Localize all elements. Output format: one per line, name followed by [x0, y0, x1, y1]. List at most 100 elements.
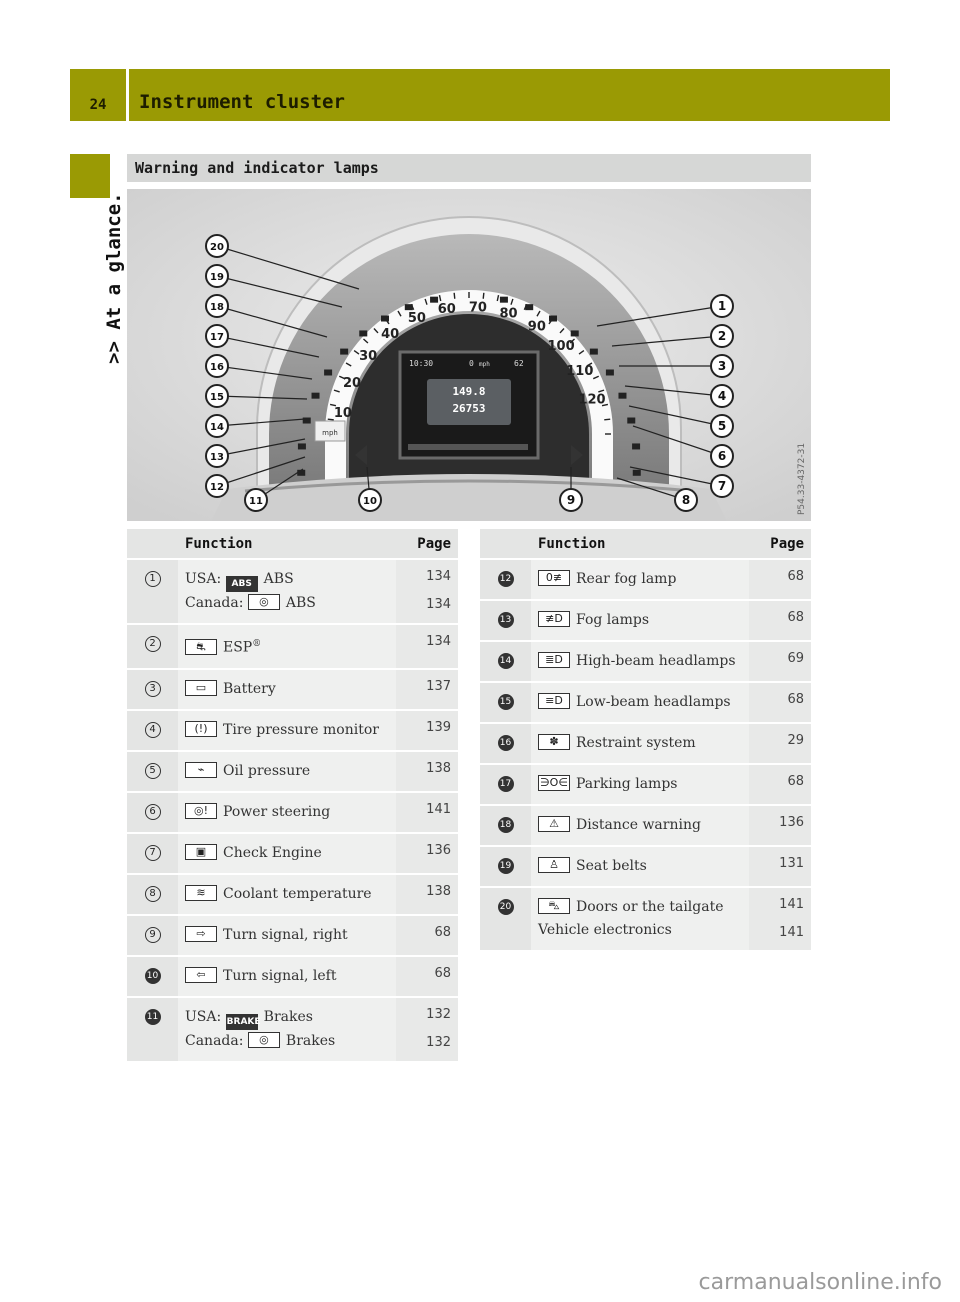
table-row: 2⛐ESP® 134	[127, 624, 458, 669]
speed-tick	[397, 310, 402, 317]
speed-tick	[592, 375, 600, 380]
page-ref[interactable]: 68	[787, 692, 804, 707]
scale-unit: mph	[322, 429, 338, 437]
callout-number: 9	[144, 926, 161, 943]
side-tab[interactable]: >> At a glance.	[103, 192, 125, 364]
page-ref[interactable]: 134	[426, 597, 451, 612]
speed-tick	[601, 403, 609, 407]
callout-number: 13	[497, 612, 514, 628]
function-label: Fog lamps	[576, 612, 650, 628]
page-ref[interactable]: 141	[779, 897, 804, 912]
row-number: 16	[480, 723, 531, 764]
power-steering-icon: ◎!	[185, 802, 217, 819]
page-header-cell: Page	[770, 535, 804, 552]
display-time: 10:30	[409, 359, 433, 368]
row-number: 9	[127, 914, 178, 956]
page-ref[interactable]: 137	[426, 678, 451, 694]
row-number: 11	[127, 996, 178, 1061]
callout-circle	[710, 384, 734, 408]
page-ref[interactable]: 132	[426, 1006, 451, 1022]
callout-circle	[358, 488, 382, 512]
table-row: 12 0≢Rear fog lamp 68	[480, 559, 811, 600]
function-line: ◎!Power steering	[185, 801, 390, 824]
row-number: 18	[480, 805, 531, 846]
callout-line	[216, 305, 328, 338]
callout-circle	[205, 294, 229, 318]
speed-label: 30	[359, 349, 377, 364]
function-cell: ▣Check Engine	[178, 832, 396, 874]
display-trip: 149.8	[452, 385, 485, 398]
callout-number: 13	[210, 452, 224, 463]
page-cell: 68	[749, 600, 811, 641]
page-cell: 138	[396, 873, 458, 915]
row-number: 2	[127, 624, 178, 669]
function-label: Vehicle electronics	[538, 922, 672, 938]
parking-lamps-icon: ∋O∈	[538, 775, 570, 791]
page-ref[interactable]: 138	[426, 760, 451, 776]
page-ref[interactable]: 68	[434, 924, 451, 940]
page-cell: 137	[396, 668, 458, 710]
function-cell: ⇨Turn signal, right	[178, 914, 396, 956]
page-ref[interactable]: 132	[426, 1034, 451, 1050]
speed-tick	[482, 292, 485, 299]
page-ref[interactable]: 68	[787, 774, 804, 789]
header-divider	[126, 69, 129, 121]
function-cell: ⛐ESP®	[178, 624, 396, 669]
speed-tick	[578, 349, 585, 355]
battery-icon: ▭	[185, 679, 217, 696]
page-cell: 136	[396, 832, 458, 874]
esp-icon: ⛐	[185, 638, 217, 655]
dial-indicator-icon	[525, 304, 534, 311]
page-ref[interactable]: 134	[426, 569, 451, 584]
table-row: 9 ⇨Turn signal, right 68	[127, 914, 458, 956]
callout-circle	[205, 444, 229, 468]
page-ref[interactable]: 68	[434, 965, 451, 981]
function-cell: 0≢Rear fog lamp	[531, 559, 749, 600]
speed-tick	[559, 328, 565, 334]
callout-line	[632, 425, 723, 457]
callout-number: 5	[718, 419, 726, 433]
callout-number: 9	[567, 493, 575, 507]
dial-indicator-icon	[605, 369, 614, 376]
function-line: (!)Tire pressure monitor	[185, 719, 390, 742]
callout-number: 12	[497, 571, 514, 587]
function-label: Distance warning	[576, 817, 701, 833]
page-ref[interactable]: 141	[426, 801, 451, 817]
dial-indicator-icon	[570, 330, 579, 337]
page-ref[interactable]: 134	[426, 634, 451, 649]
callout-line	[216, 335, 320, 358]
page-ref[interactable]: 136	[779, 815, 804, 830]
page-ref[interactable]: 131	[779, 856, 804, 871]
callout-line	[216, 456, 306, 487]
dial-indicator-icon	[589, 348, 598, 355]
oil-pressure-icon: ⌁	[185, 761, 217, 778]
page-ref[interactable]: 68	[787, 569, 804, 584]
page-cell: 68	[396, 955, 458, 997]
page-ref[interactable]: 139	[426, 719, 451, 735]
callout-number: 8	[144, 885, 161, 902]
callout-circle	[205, 474, 229, 498]
callout-number: 7	[144, 844, 161, 861]
function-cell: ⚠Distance warning	[531, 805, 749, 846]
display-odometer: 26753	[452, 402, 485, 415]
callout-circle	[205, 234, 229, 258]
page-ref[interactable]: 69	[787, 651, 804, 666]
page-ref[interactable]: 138	[426, 883, 451, 899]
page-ref[interactable]: 68	[787, 610, 804, 625]
page-ref[interactable]: 141	[779, 925, 804, 940]
callout-number: 4	[718, 389, 726, 403]
function-line: ▣Check Engine	[185, 842, 390, 865]
dial-indicator-icon	[632, 443, 641, 450]
callout-line	[628, 405, 723, 427]
dial-indicator-icon	[311, 392, 320, 399]
row-number: 12	[480, 559, 531, 600]
page-ref[interactable]: 29	[787, 733, 804, 748]
page-ref[interactable]: 136	[426, 842, 451, 858]
speed-tick	[424, 298, 428, 305]
